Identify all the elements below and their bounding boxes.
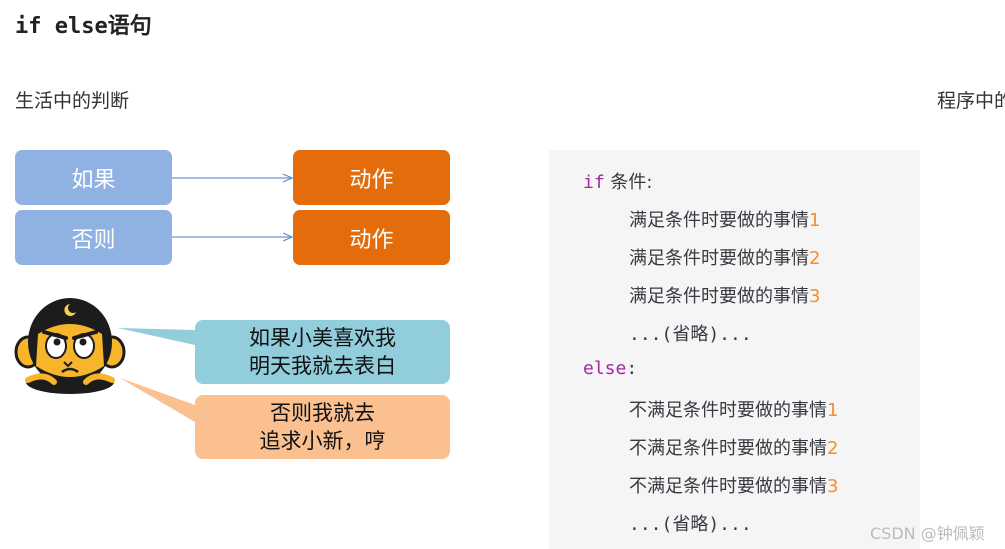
code-line-number: 3 xyxy=(827,476,839,497)
top-bubble-line-2: 明天我就去表白 xyxy=(249,354,396,378)
if-box-label: 如果 xyxy=(71,167,116,193)
code-line-text: 满足条件时要做的事情 xyxy=(629,248,809,269)
top-bubble-tail xyxy=(118,328,195,345)
bottom-speech-bubble: 否则我就去 追求小新，哼 xyxy=(195,395,450,459)
action-box-2-label: 动作 xyxy=(349,227,394,253)
code-block: if 条件: 满足条件时要做的事情1 满足条件时要做的事情2 满足条件时要做的事… xyxy=(549,150,920,549)
code-line-number: 2 xyxy=(827,438,839,459)
if-keyword: if xyxy=(583,172,605,193)
code-line: 满足条件时要做的事情3 xyxy=(629,282,820,308)
code-line-text: 不满足条件时要做的事情 xyxy=(629,476,827,497)
code-line-number: 1 xyxy=(827,400,839,421)
else-line: else: xyxy=(583,358,637,379)
if-condition: 条件: xyxy=(604,172,653,193)
else-box: 否则 xyxy=(15,210,172,265)
page-title: if else语句 xyxy=(15,14,152,39)
program-heading: 程序中的 xyxy=(937,90,1005,112)
else-ellipsis: ...(省略)... xyxy=(629,514,752,535)
code-line-text: 满足条件时要做的事情 xyxy=(629,210,809,231)
if-ellipsis: ...(省略)... xyxy=(629,324,752,345)
code-line-text: 不满足条件时要做的事情 xyxy=(629,400,827,421)
watermark: CSDN @钟佩颖 xyxy=(870,524,985,543)
code-line: 满足条件时要做的事情1 xyxy=(629,206,820,232)
code-line: 不满足条件时要做的事情2 xyxy=(629,434,838,460)
top-bubble-line-1: 如果小美喜欢我 xyxy=(249,326,396,350)
bottom-bubble-line-2: 追求小新，哼 xyxy=(259,429,386,453)
code-line: 不满足条件时要做的事情3 xyxy=(629,472,838,498)
code-line-text: 满足条件时要做的事情 xyxy=(629,286,809,307)
code-line: 不满足条件时要做的事情1 xyxy=(629,396,838,422)
code-line-number: 1 xyxy=(809,210,821,231)
life-heading: 生活中的判断 xyxy=(15,90,130,112)
else-colon: : xyxy=(626,358,638,379)
bottom-bubble-line-1: 否则我就去 xyxy=(270,401,375,425)
code-line-number: 3 xyxy=(809,286,821,307)
action-box-1-label: 动作 xyxy=(349,167,394,193)
mascot-illustration xyxy=(14,298,126,394)
code-line-number: 2 xyxy=(809,248,821,269)
action-box-2: 动作 xyxy=(293,210,450,265)
code-line-text: 不满足条件时要做的事情 xyxy=(629,438,827,459)
code-line: 满足条件时要做的事情2 xyxy=(629,244,820,270)
if-box: 如果 xyxy=(15,150,172,205)
action-box-1: 动作 xyxy=(293,150,450,205)
if-line: if 条件: xyxy=(583,168,652,194)
else-box-label: 否则 xyxy=(71,227,116,253)
top-speech-bubble: 如果小美喜欢我 明天我就去表白 xyxy=(195,320,450,384)
else-keyword: else xyxy=(583,358,627,379)
bottom-bubble-tail xyxy=(120,378,195,422)
